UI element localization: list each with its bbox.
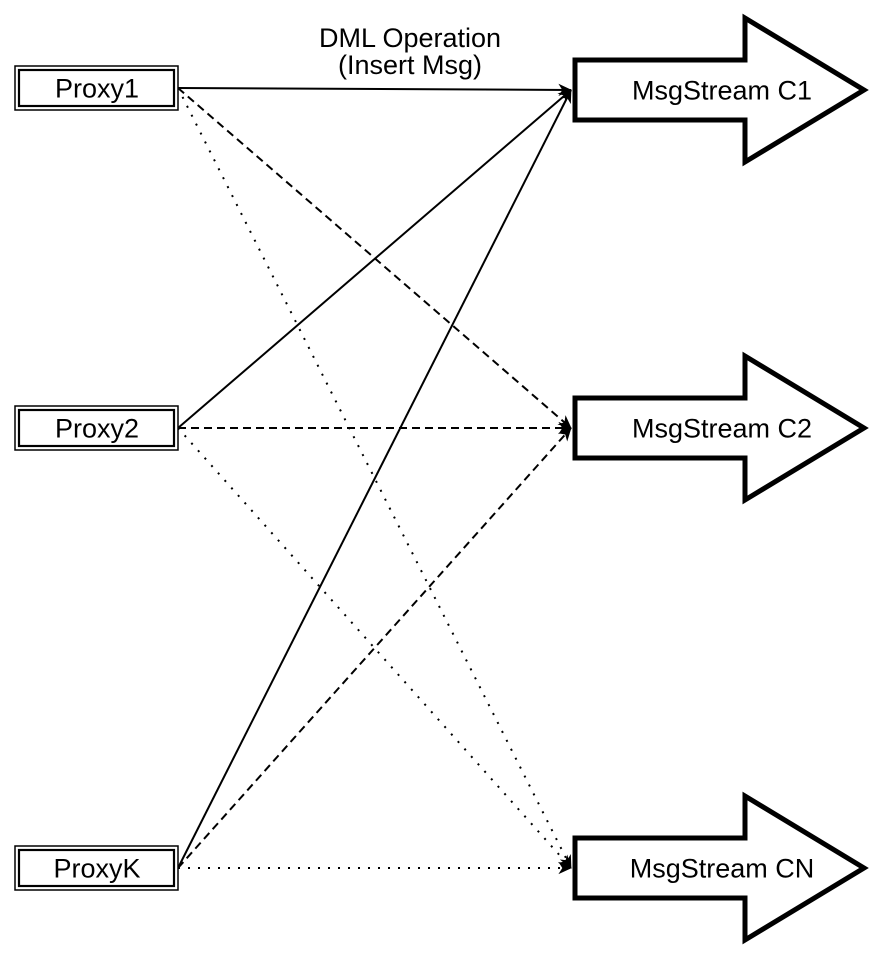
msgstream-c1-node: MsgStream C1 — [572, 13, 869, 167]
proxy2-box — [14, 405, 179, 451]
proxy1-box — [14, 65, 179, 111]
msgstream-cn-arrow — [572, 791, 869, 945]
edge-proxy1-to-msgstream-c2 — [177, 87, 572, 429]
msgstream-cn-node: MsgStream CN — [572, 791, 869, 945]
edge-proxy1-to-msgstream-c1 — [177, 83, 572, 97]
annotation-line1: DML Operation — [319, 23, 501, 53]
proxyk-box — [14, 845, 179, 891]
annotation-line2: (Insert Msg) — [338, 50, 482, 80]
proxy1-node: Proxy1 — [14, 65, 179, 111]
proxyk-label: ProxyK — [53, 854, 140, 884]
edges — [177, 83, 572, 875]
proxy2-label: Proxy2 — [55, 414, 139, 444]
proxyk-node: ProxyK — [14, 845, 179, 891]
msgstream-c1-label: MsgStream C1 — [632, 76, 812, 106]
msgstream-c2-arrow — [572, 351, 869, 505]
edge-proxy2-to-msgstream-cn — [177, 427, 572, 869]
proxyk-box-inner-border — [17, 848, 176, 888]
annotation: DML Operation (Insert Msg) — [319, 23, 501, 80]
msgstream-cn-label: MsgStream CN — [630, 854, 815, 884]
proxy2-box-inner-border — [17, 408, 176, 448]
msgstream-c2-label: MsgStream C2 — [632, 414, 812, 444]
proxy2-node: Proxy2 — [14, 405, 179, 451]
proxy1-label: Proxy1 — [55, 74, 139, 104]
edge-proxyk-to-msgstream-c1 — [177, 89, 572, 869]
proxy1-box-inner-border — [17, 68, 176, 108]
msgstream-c2-node: MsgStream C2 — [572, 351, 869, 505]
msgstream-c1-arrow — [572, 13, 869, 167]
edge-proxyk-to-msgstream-c2 — [177, 427, 572, 869]
